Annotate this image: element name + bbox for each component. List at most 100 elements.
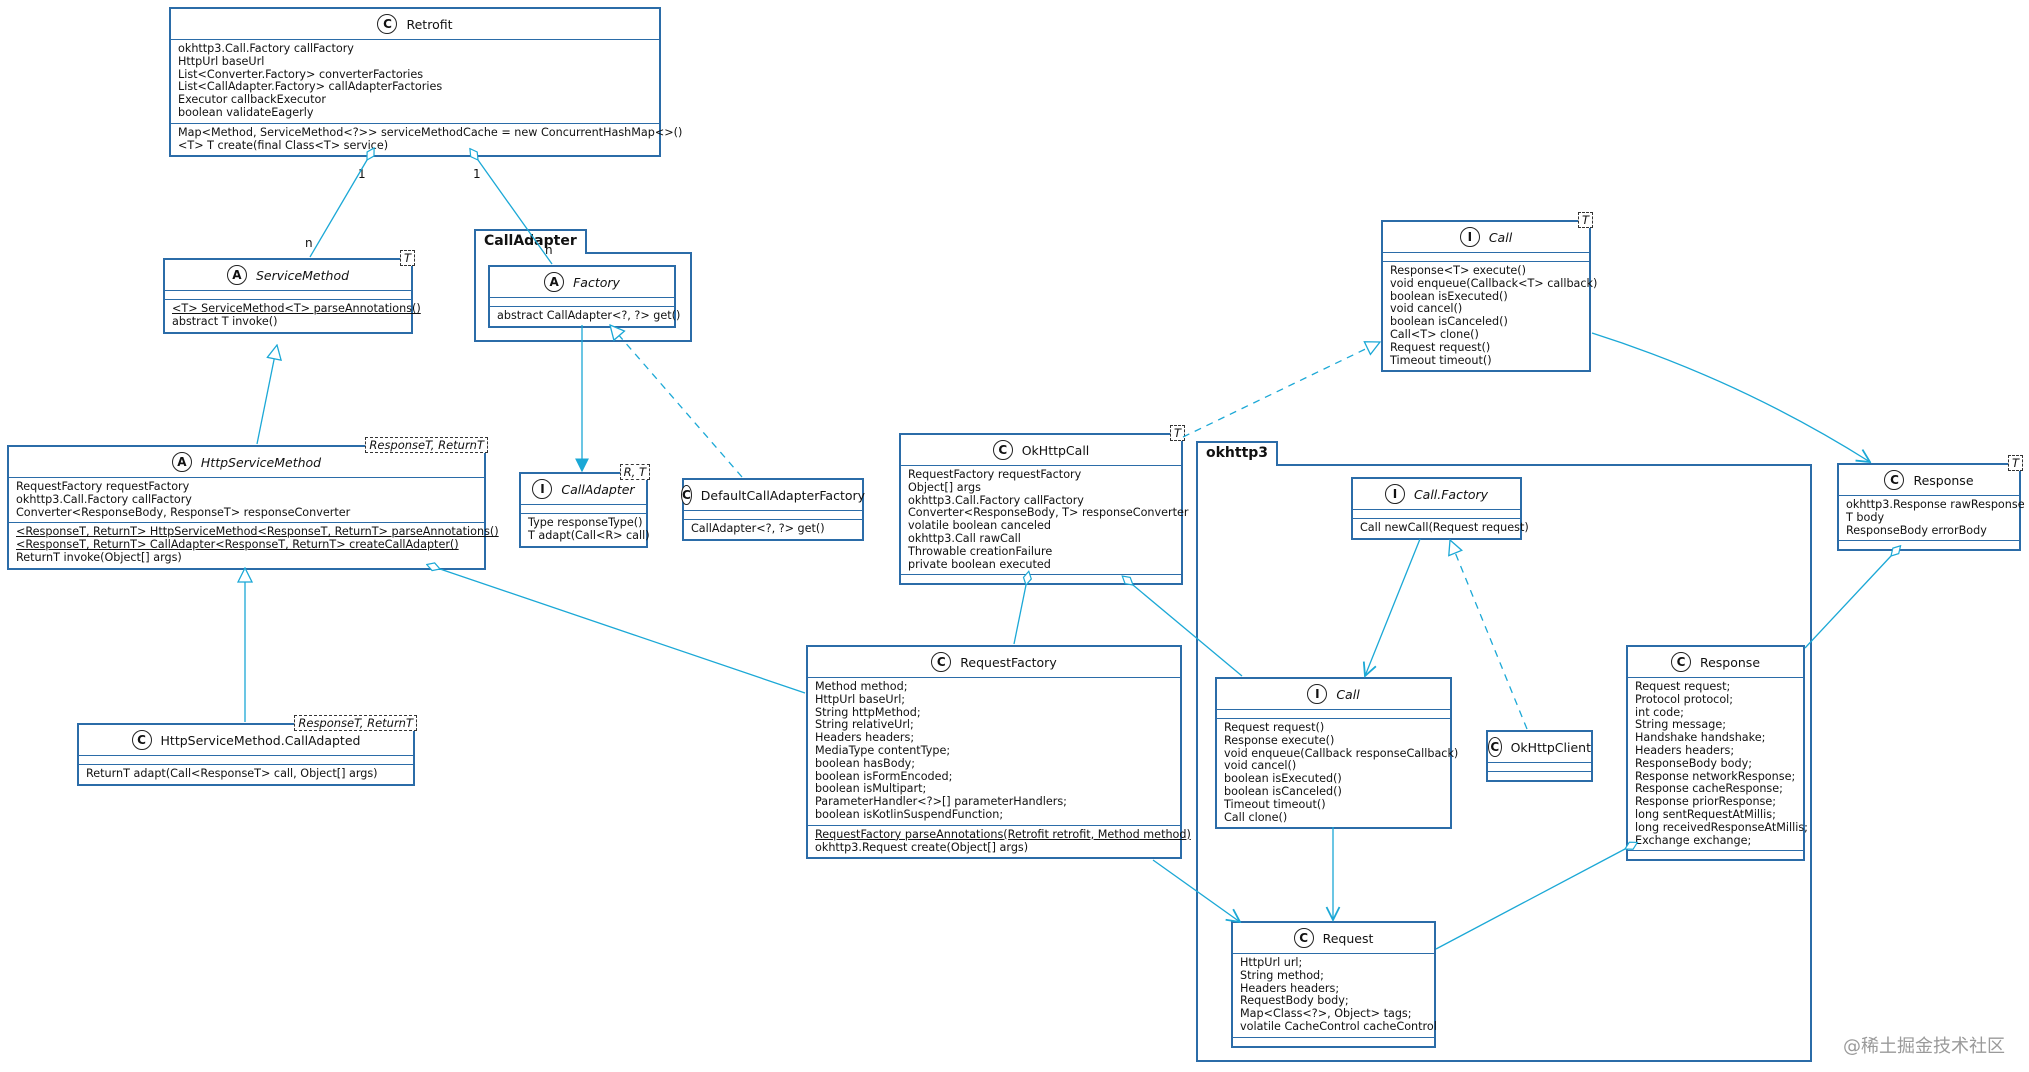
field: Object[] args — [908, 480, 981, 494]
field: Response networkResponse; — [1635, 769, 1796, 783]
class-name: OkHttpCall — [1021, 442, 1090, 458]
class-name: HttpServiceMethod.CallAdapted — [160, 732, 361, 748]
class-name: DefaultCallAdapterFactory — [700, 487, 866, 503]
methods-section: Request request()Response execute()void … — [1217, 718, 1458, 827]
field: okhttp3.Call rawCall — [908, 531, 1021, 545]
field: HttpUrl baseUrl — [178, 54, 265, 68]
field: Converter<ResponseBody, ResponseT> respo… — [16, 505, 351, 519]
class-name: CallAdapter — [561, 481, 635, 497]
mult-retrofit-factory-dst: n — [545, 243, 553, 257]
method: Map<Method, ServiceMethod<?>> serviceMet… — [178, 125, 683, 139]
fields-section: Method method;HttpUrl baseUrl;String htt… — [808, 677, 1180, 825]
stereotype-A-icon: A — [544, 272, 565, 292]
methods-section: <T> ServiceMethod<T> parseAnnotations()a… — [165, 299, 421, 332]
field: volatile boolean canceled — [908, 519, 1051, 533]
method: Response execute() — [1224, 733, 1335, 747]
methods-section: CallAdapter<?, ?> get() — [684, 519, 862, 539]
fields-section: Request request;Protocol protocol;int co… — [1628, 677, 1808, 850]
stereotype-I-icon: I — [1384, 484, 1405, 504]
field: Response priorResponse; — [1635, 795, 1777, 809]
package-calladapter-label: CallAdapter — [484, 233, 577, 249]
methods-section — [1839, 540, 2019, 549]
field: volatile CacheControl cacheControl — [1240, 1019, 1437, 1033]
mult-retrofit-servicemethod-src: 1 — [358, 167, 366, 181]
method: T adapt(Call<R> call) — [528, 528, 650, 542]
mult-retrofit-factory-src: 1 — [473, 167, 481, 181]
field: Headers headers; — [1240, 981, 1340, 995]
field: okhttp3.Call.Factory callFactory — [178, 42, 354, 55]
type-parameter: T — [2007, 455, 2023, 471]
type-parameter: R, T — [619, 464, 650, 480]
field: Throwable creationFailure — [908, 544, 1053, 558]
fields-section — [165, 290, 411, 299]
method: Response<T> execute() — [1390, 264, 1526, 277]
method: ReturnT adapt(Call<ResponseT> call, Obje… — [86, 767, 378, 780]
class-calladapter-factory: A Factory abstract CallAdapter<?, ?> get() — [488, 265, 680, 328]
field: boolean validateEagerly — [178, 105, 314, 119]
method: Call<T> clone() — [1390, 327, 1479, 341]
methods-section: Map<Method, ServiceMethod<?>> serviceMet… — [171, 122, 683, 156]
class-name: Response — [1913, 472, 1974, 488]
stereotype-I-icon: I — [1307, 684, 1328, 704]
method: void enqueue(Callback<T> callback) — [1390, 276, 1598, 290]
stereotype-I-icon: I — [1459, 227, 1480, 247]
method: okhttp3.Request create(Object[] args) — [815, 840, 1029, 854]
class-header: C DefaultCallAdapterFactory — [680, 480, 866, 510]
field: ResponseBody errorBody — [1846, 523, 1987, 537]
field: long receivedResponseAtMillis; — [1635, 820, 1808, 834]
fields-section — [521, 504, 646, 513]
class-name: Call — [1336, 686, 1360, 702]
type-parameter: T — [399, 250, 415, 266]
field: Request request; — [1635, 680, 1731, 693]
class-name: Retrofit — [406, 16, 453, 32]
methods-section: Response<T> execute()void enqueue(Callba… — [1383, 261, 1598, 370]
field: Converter<ResponseBody, T> responseConve… — [908, 506, 1189, 520]
field: private boolean executed — [908, 557, 1051, 571]
field: List<Converter.Factory> converterFactori… — [178, 67, 424, 81]
field: String relativeUrl; — [815, 718, 914, 732]
methods-section: Call newCall(Request request) — [1353, 518, 1529, 538]
fields-section — [1488, 762, 1591, 771]
methods-section: RequestFactory parseAnnotations(Retrofit… — [808, 824, 1191, 858]
field: String method; — [1240, 968, 1324, 982]
field: boolean isMultipart; — [815, 782, 927, 796]
method: RequestFactory parseAnnotations(Retrofit… — [815, 827, 1191, 841]
mult-retrofit-servicemethod-dst: n — [305, 236, 313, 250]
method: boolean isExecuted() — [1390, 289, 1508, 303]
class-name: Factory — [573, 274, 620, 290]
methods-section: abstract CallAdapter<?, ?> get() — [490, 306, 680, 326]
field: RequestBody body; — [1240, 994, 1349, 1008]
field: ResponseBody body; — [1635, 756, 1752, 770]
field: HttpUrl url; — [1240, 956, 1303, 969]
stereotype-C-icon: C — [131, 730, 152, 750]
field: long sentRequestAtMillis; — [1635, 807, 1776, 821]
stereotype-I-icon: I — [532, 479, 553, 499]
class-name: HttpServiceMethod — [200, 454, 322, 470]
field: okhttp3.Call.Factory callFactory — [908, 493, 1084, 507]
fields-section — [1383, 252, 1589, 261]
stereotype-C-icon: C — [992, 440, 1013, 460]
type-parameter: ResponseT, ReturnT — [365, 437, 488, 453]
field: T body — [1846, 510, 1885, 524]
stereotype-C-icon: C — [680, 485, 692, 505]
stereotype-C-icon: C — [1293, 928, 1314, 948]
